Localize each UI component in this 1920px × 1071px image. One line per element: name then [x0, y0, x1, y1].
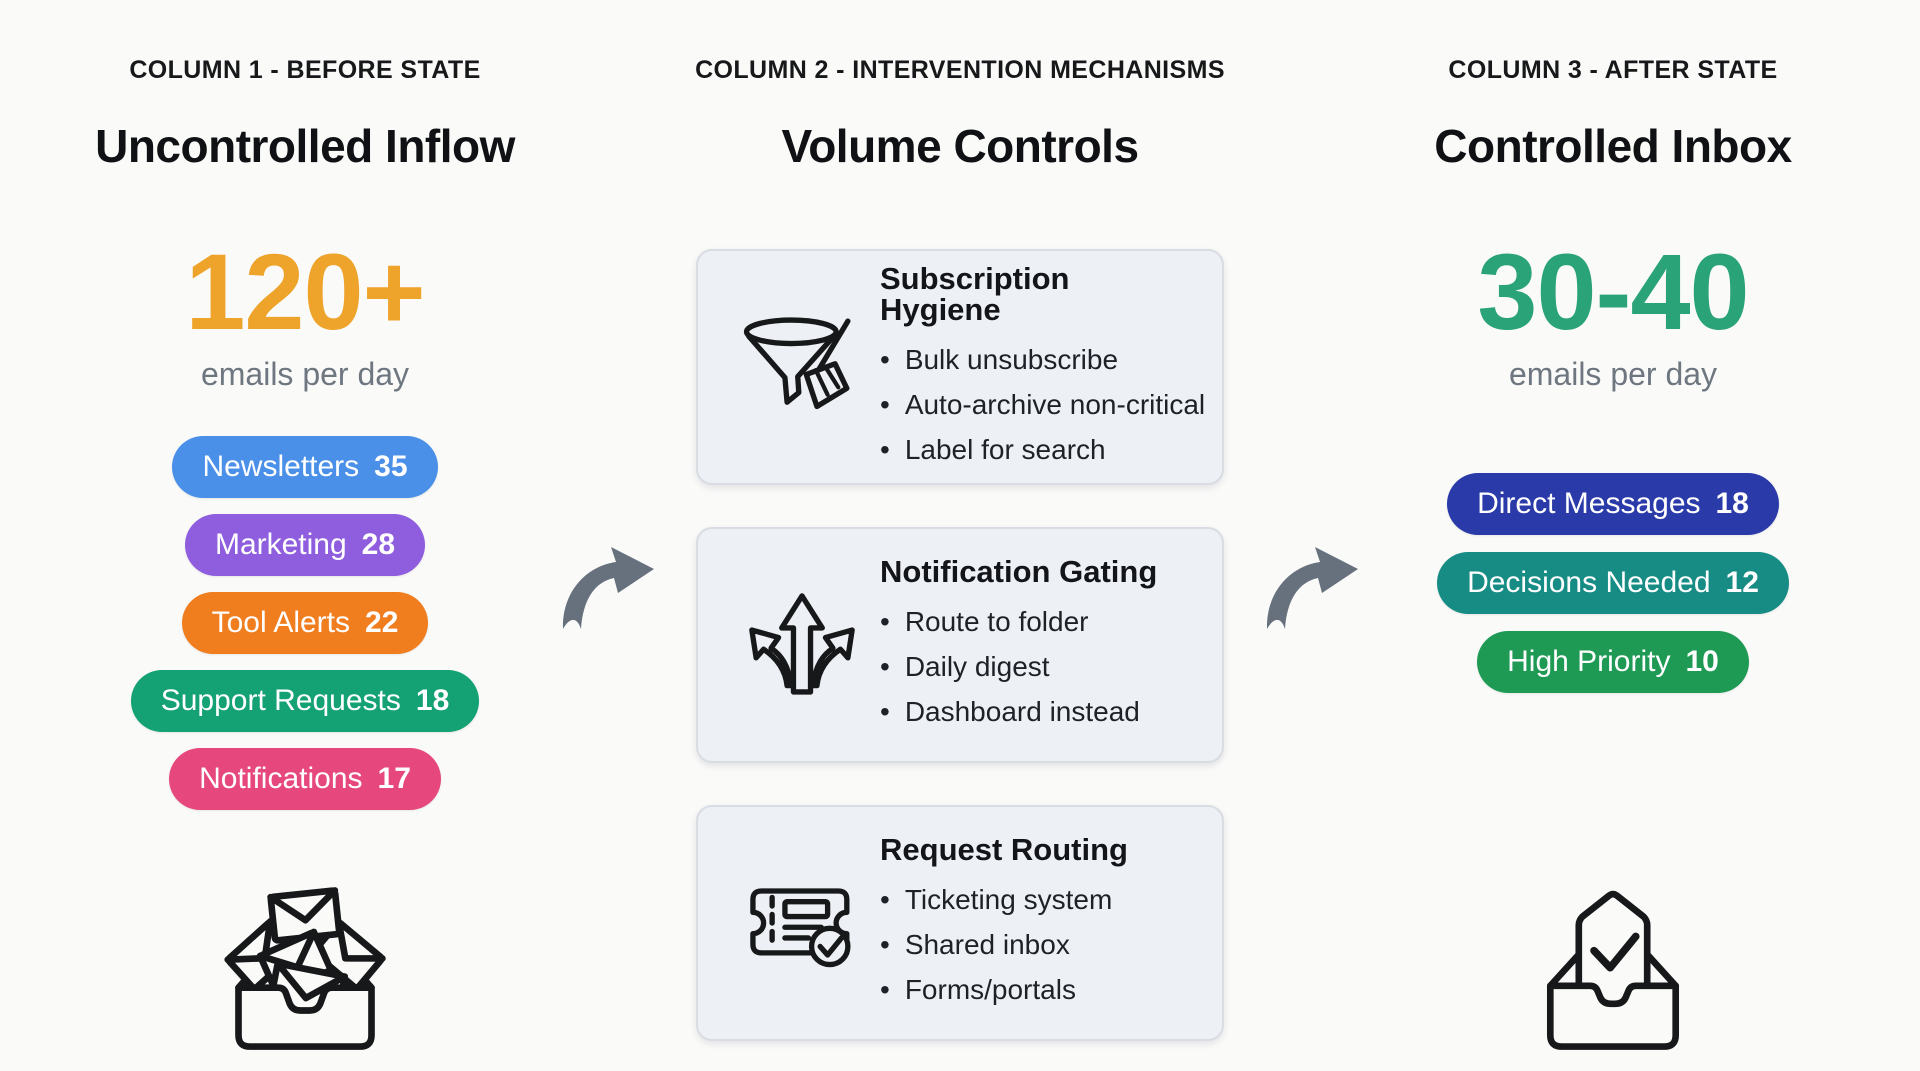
pill-label: Direct Messages — [1477, 487, 1701, 521]
funnel-broom-icon — [738, 292, 866, 442]
card-notification-gating: Notification Gating Route to folder Dail… — [696, 527, 1224, 764]
pill-tool-alerts: Tool Alerts 22 — [181, 592, 429, 655]
flow-arrow-before-to-controls — [557, 541, 657, 633]
column3-eyebrow: COLUMN 3 - AFTER STATE — [1448, 56, 1778, 84]
bullet-item: Forms/portals — [880, 967, 1198, 1012]
after-pill-stack: Direct Messages 18 Decisions Needed 12 H… — [1437, 473, 1789, 694]
inbox-check-icon — [1513, 868, 1713, 1058]
pill-notifications: Notifications 17 — [169, 748, 441, 811]
inbox-check-icon-svg — [1546, 890, 1680, 1051]
card-title: Request Routing — [880, 832, 1128, 868]
pill-marketing: Marketing 28 — [184, 514, 426, 577]
card-bullet-list: Route to folder Daily digest Dashboard i… — [880, 599, 1198, 734]
pill-count: 12 — [1725, 566, 1759, 600]
card-bullet-list: Ticketing system Shared inbox Forms/port… — [880, 877, 1198, 1012]
pill-label: Notifications — [199, 762, 363, 796]
pill-count: 18 — [1715, 487, 1749, 521]
funnel-broom-icon-svg — [743, 317, 851, 410]
pill-label: Decisions Needed — [1467, 566, 1711, 600]
bullet-item: Auto-archive non-critical — [880, 382, 1205, 427]
bullet-item: Ticketing system — [880, 877, 1198, 922]
pill-count: 18 — [415, 684, 450, 718]
overflowing-inbox-icon — [205, 868, 405, 1058]
bullet-item: Label for search — [880, 427, 1198, 472]
pill-newsletters: Newsletters 35 — [172, 436, 438, 499]
curved-arrow-icon — [562, 547, 654, 629]
card-body: Notification Gating Route to folder Dail… — [880, 556, 1198, 734]
after-metric-caption: emails per day — [1508, 356, 1718, 393]
column1-title: Uncontrolled Inflow — [95, 120, 515, 172]
card-body: Request Routing Ticketing system Shared … — [880, 834, 1198, 1012]
curved-arrow-icon — [1266, 547, 1358, 629]
pill-decisions-needed: Decisions Needed 12 — [1437, 552, 1789, 615]
pill-label: High Priority — [1507, 645, 1671, 679]
bullet-item: Bulk unsubscribe — [880, 337, 1198, 382]
pill-direct-messages: Direct Messages 18 — [1447, 473, 1779, 536]
pill-label: Marketing — [214, 528, 347, 562]
pill-count: 28 — [361, 528, 396, 562]
before-pill-stack: Newsletters 35 Marketing 28 Tool Alerts … — [130, 436, 480, 811]
bullet-item: Shared inbox — [880, 922, 1198, 967]
bullet-item: Route to folder — [880, 599, 1198, 644]
pill-count: 35 — [374, 450, 408, 484]
before-metric-value: 120+ — [185, 231, 425, 353]
branch-arrows-icon-svg — [749, 593, 855, 695]
pill-high-priority: High Priority 10 — [1477, 631, 1749, 694]
flow-arrow-controls-to-after — [1261, 541, 1361, 633]
column3-title: Controlled Inbox — [1434, 120, 1792, 172]
card-bullet-list: Bulk unsubscribe Auto-archive non-critic… — [880, 337, 1205, 472]
column2-title: Volume Controls — [781, 120, 1139, 172]
pill-support-requests: Support Requests 18 — [130, 670, 480, 733]
bullet-item: Daily digest — [880, 644, 1198, 689]
column-before-state: COLUMN 1 - BEFORE STATE Uncontrolled Inf… — [28, 58, 582, 1058]
after-metric-value: 30-40 — [1477, 231, 1749, 353]
pill-label: Tool Alerts — [211, 606, 351, 640]
pill-label: Support Requests — [160, 684, 401, 718]
card-title: Subscription Hygiene — [880, 260, 1070, 327]
pill-count: 17 — [377, 762, 411, 796]
pill-label: Newsletters — [202, 450, 360, 484]
column1-eyebrow: COLUMN 1 - BEFORE STATE — [129, 56, 481, 84]
column2-eyebrow: COLUMN 2 - INTERVENTION MECHANISMS — [695, 56, 1225, 84]
card-request-routing: Request Routing Ticketing system Shared … — [696, 805, 1224, 1042]
branch-arrows-icon — [738, 570, 866, 720]
before-metric-caption: emails per day — [200, 356, 410, 393]
pill-count: 10 — [1685, 645, 1719, 679]
card-title: Notification Gating — [880, 554, 1158, 590]
card-body: Subscription Hygiene Bulk unsubscribe Au… — [880, 260, 1205, 472]
ticket-check-icon — [738, 848, 866, 998]
bullet-item: Dashboard instead — [880, 689, 1198, 734]
card-subscription-hygiene: Subscription Hygiene Bulk unsubscribe Au… — [696, 249, 1224, 486]
column-after-state: COLUMN 3 - AFTER STATE Controlled Inbox … — [1336, 58, 1890, 1058]
overflowing-inbox-icon-svg — [224, 887, 386, 1051]
pill-count: 22 — [365, 606, 399, 640]
column-interventions: COLUMN 2 - INTERVENTION MECHANISMS Volum… — [578, 56, 1342, 1042]
ticket-check-icon-svg — [750, 888, 851, 968]
